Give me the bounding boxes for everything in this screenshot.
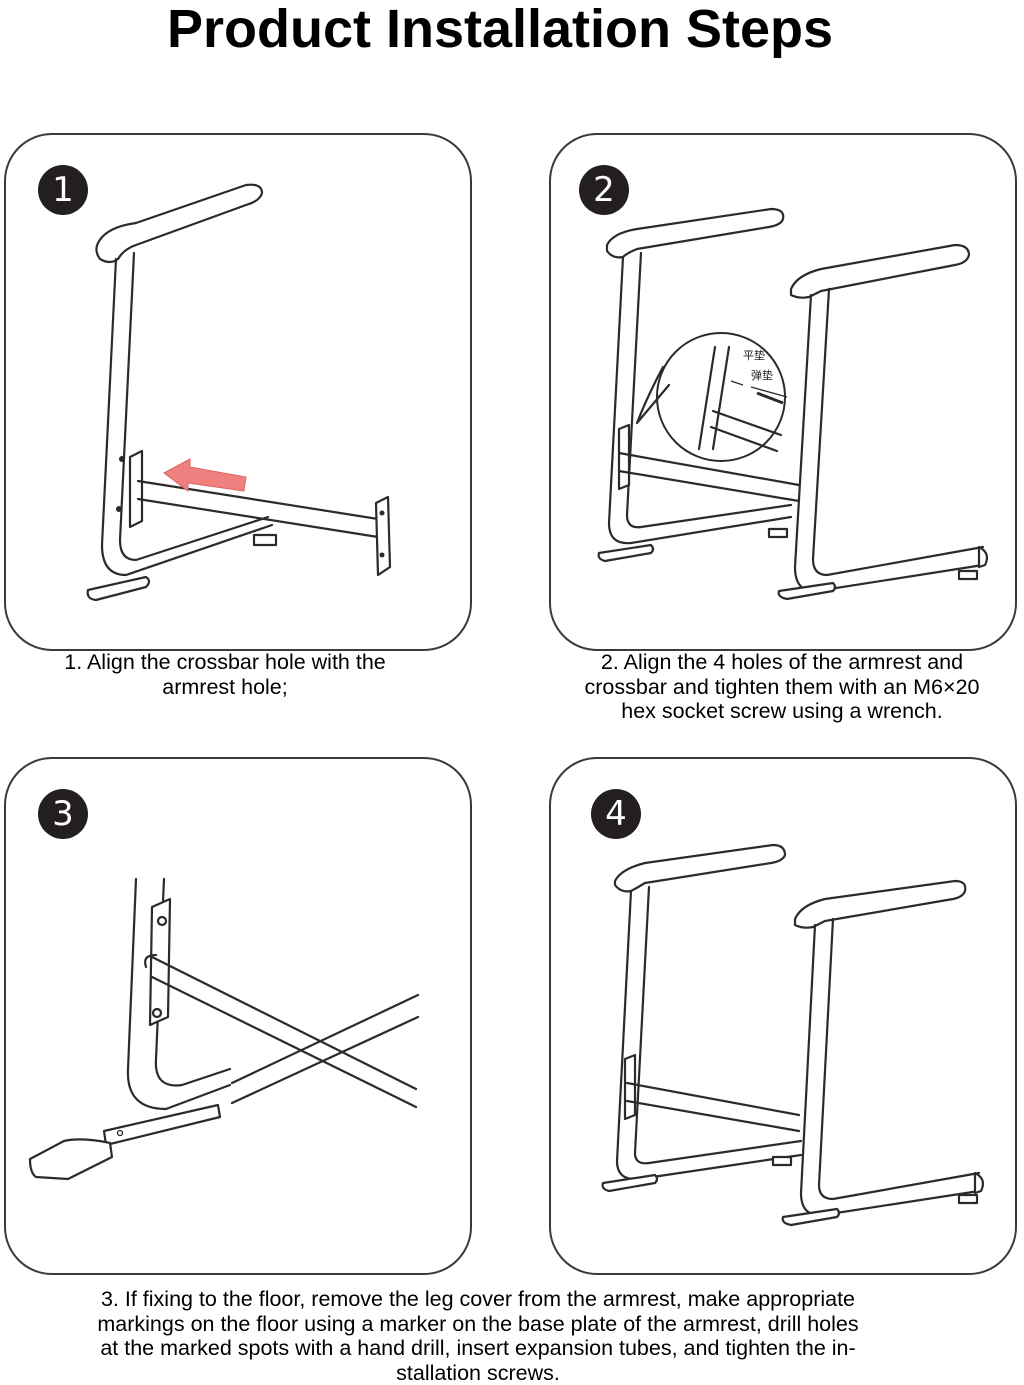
step-1-caption: 1. Align the crossbar hole with the armr… — [64, 650, 386, 699]
step-2-illustration: 平垫 弹垫 — [597, 207, 989, 601]
page-title: Product Installation Steps — [166, 0, 834, 59]
step-4-illustration — [601, 843, 985, 1227]
step-4-badge: 4 — [591, 789, 641, 839]
flat-washer-label: 平垫 — [743, 348, 765, 362]
step-2-caption: 2. Align the 4 holes of the armrest and … — [584, 650, 980, 723]
step-3-illustration — [28, 877, 420, 1181]
step-1-panel: 1 — [4, 133, 472, 651]
step-2-panel: 2 平垫 弹垫 — [549, 133, 1017, 651]
spring-washer-label: 弹垫 — [751, 368, 773, 382]
step-1-badge: 1 — [38, 165, 88, 215]
step-1-illustration — [86, 183, 392, 602]
step-2-badge: 2 — [579, 165, 629, 215]
step-3-panel: 3 — [4, 757, 472, 1275]
bottom-caption: 3. If fixing to the floor, remove the le… — [97, 1287, 859, 1385]
step-3-badge: 3 — [38, 789, 88, 839]
step-4-panel: 4 — [549, 757, 1017, 1275]
